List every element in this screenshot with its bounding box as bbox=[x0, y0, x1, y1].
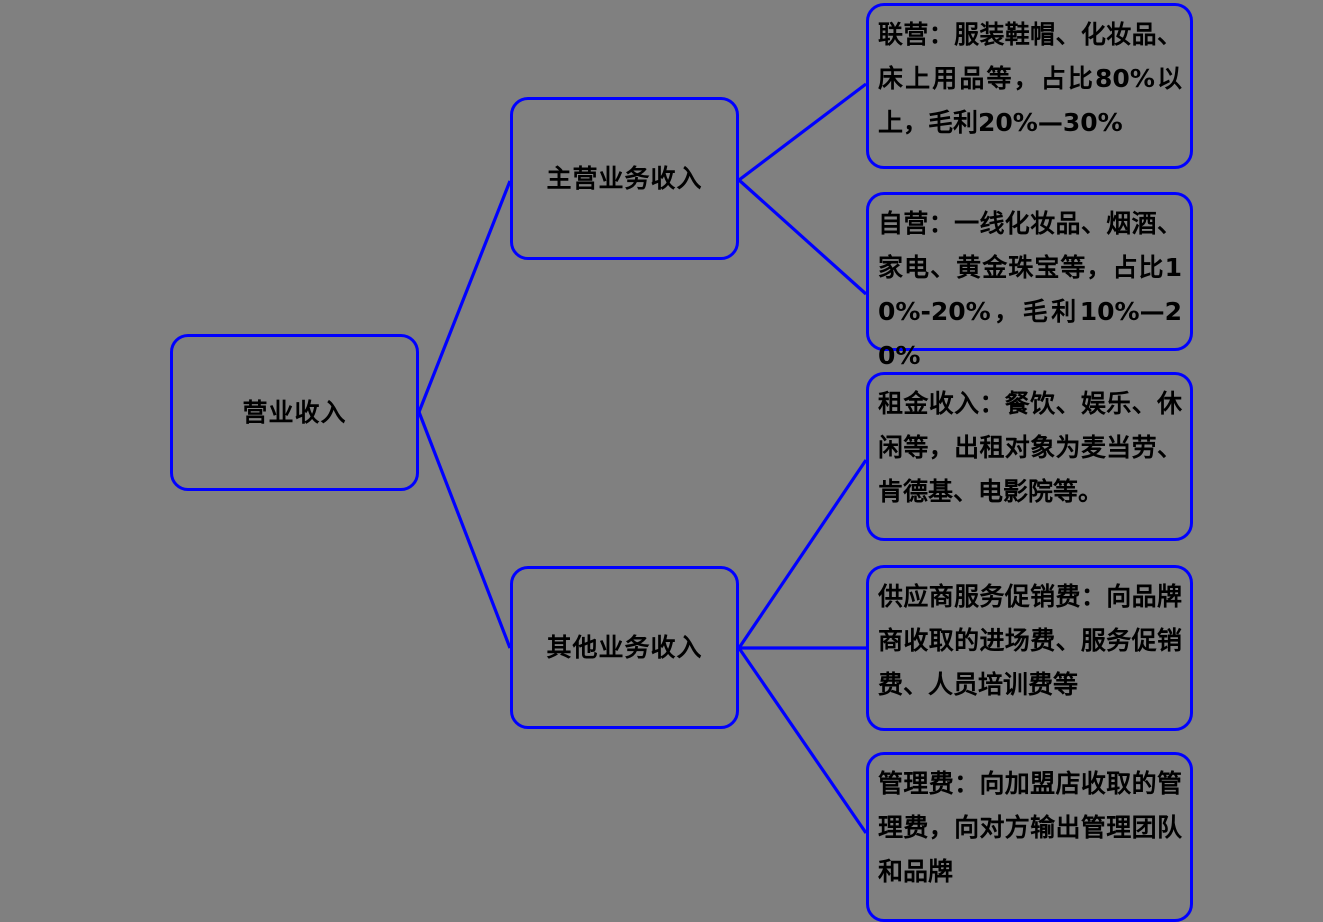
node-leaf-management-fee[interactable]: 管理费：向加盟店收取的管理费，向对方输出管理团队和品牌 bbox=[866, 752, 1193, 922]
node-leaf-self-operation-label: 自营：一线化妆品、烟酒、家电、黄金珠宝等，占比10%-20%，毛利10%—20% bbox=[878, 209, 1182, 370]
node-other-business-revenue[interactable]: 其他业务收入 bbox=[510, 566, 739, 729]
node-leaf-supplier-promotion-fee-label: 供应商服务促销费：向品牌商收取的进场费、服务促销费、人员培训费等 bbox=[878, 582, 1182, 699]
node-leaf-management-fee-label: 管理费：向加盟店收取的管理费，向对方输出管理团队和品牌 bbox=[878, 769, 1182, 886]
node-other-business-revenue-label: 其他业务收入 bbox=[546, 632, 703, 662]
node-leaf-self-operation[interactable]: 自营：一线化妆品、烟酒、家电、黄金珠宝等，占比10%-20%，毛利10%—20% bbox=[866, 192, 1193, 370]
node-leaf-rental-income-label: 租金收入：餐饮、娱乐、休闲等，出租对象为麦当劳、肯德基、电影院等。 bbox=[878, 389, 1182, 506]
edge-other-to-leaf-5 bbox=[737, 647, 868, 834]
node-leaf-supplier-promotion-fee[interactable]: 供应商服务促销费：向品牌商收取的进场费、服务促销费、人员培训费等 bbox=[866, 565, 1193, 731]
node-operating-revenue[interactable]: 营业收入 bbox=[170, 334, 419, 491]
edge-main-to-leaf-1 bbox=[738, 82, 867, 182]
node-main-business-revenue-label: 主营业务收入 bbox=[546, 163, 703, 193]
edge-main-to-leaf-2 bbox=[737, 178, 868, 296]
edge-root-to-main bbox=[417, 180, 512, 413]
edge-other-to-leaf-3 bbox=[737, 459, 868, 649]
edge-root-to-other bbox=[417, 411, 512, 649]
node-leaf-rental-income[interactable]: 租金收入：餐饮、娱乐、休闲等，出租对象为麦当劳、肯德基、电影院等。 bbox=[866, 372, 1193, 541]
node-leaf-joint-operation[interactable]: 联营：服装鞋帽、化妆品、床上用品等，占比80%以上，毛利20%—30% bbox=[866, 3, 1193, 169]
node-main-business-revenue[interactable]: 主营业务收入 bbox=[510, 97, 739, 260]
node-operating-revenue-label: 营业收入 bbox=[242, 397, 347, 427]
node-leaf-joint-operation-label: 联营：服装鞋帽、化妆品、床上用品等，占比80%以上，毛利20%—30% bbox=[878, 20, 1182, 137]
